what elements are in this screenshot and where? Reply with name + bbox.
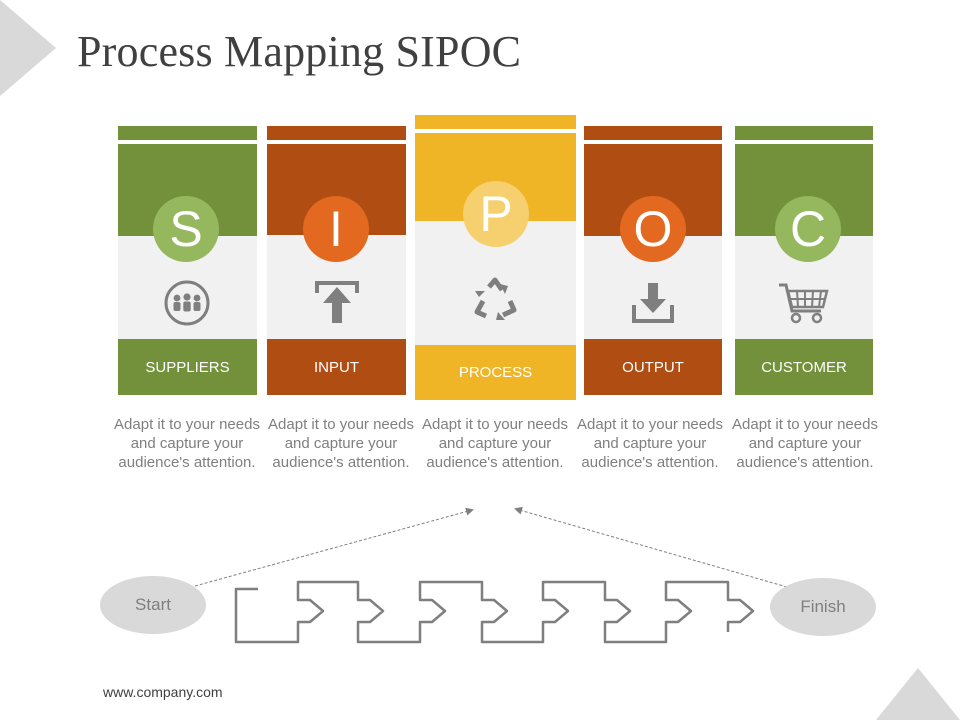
start-oval: Start [100,576,206,634]
sipoc-column-input: INPUT I [267,126,406,395]
puzzle-path [234,580,755,644]
column-label: INPUT [267,339,406,395]
sipoc-column-suppliers: SUPPLIERS S [118,126,257,395]
letter-circle: O [620,196,686,262]
letter-circle: C [775,196,841,262]
column-top-bar [415,115,576,129]
column-top-bar [584,126,722,140]
column-label: SUPPLIERS [118,339,257,395]
column-top-bar [118,126,257,140]
column-description-process: Adapt it to your needs and capture your … [422,416,568,471]
footer-url: www.company.com [103,684,223,700]
recycle-icon [474,277,517,320]
finish-arrow [514,506,788,588]
column-description-input: Adapt it to your needs and capture your … [268,416,414,471]
corner-triangle-top-left [0,0,56,96]
column-description-customer: Adapt it to your needs and capture your … [732,416,878,471]
column-description-output: Adapt it to your needs and capture your … [577,416,723,471]
download-icon [632,283,674,323]
column-top-bar [267,126,406,140]
letter-circle: S [153,196,219,262]
letter-circle: I [303,196,369,262]
column-description-suppliers: Adapt it to your needs and capture your … [114,416,260,471]
shopping-cart-icon [779,283,829,324]
column-label: OUTPUT [584,339,722,395]
column-label: CUSTOMER [735,339,873,395]
corner-triangle-bottom-right [876,668,960,720]
sipoc-column-output: OUTPUT O [584,126,722,395]
sipoc-column-process: PROCESS P [415,115,576,400]
start-arrow [194,507,474,587]
sipoc-column-customer: CUSTOMER C [735,126,873,395]
group-icon [164,280,210,326]
finish-oval: Finish [770,578,876,636]
column-top-bar [735,126,873,140]
upload-arrow-icon [315,281,359,323]
page-title: Process Mapping SIPOC [77,27,522,76]
column-label: PROCESS [415,345,576,400]
letter-circle: P [463,181,529,247]
